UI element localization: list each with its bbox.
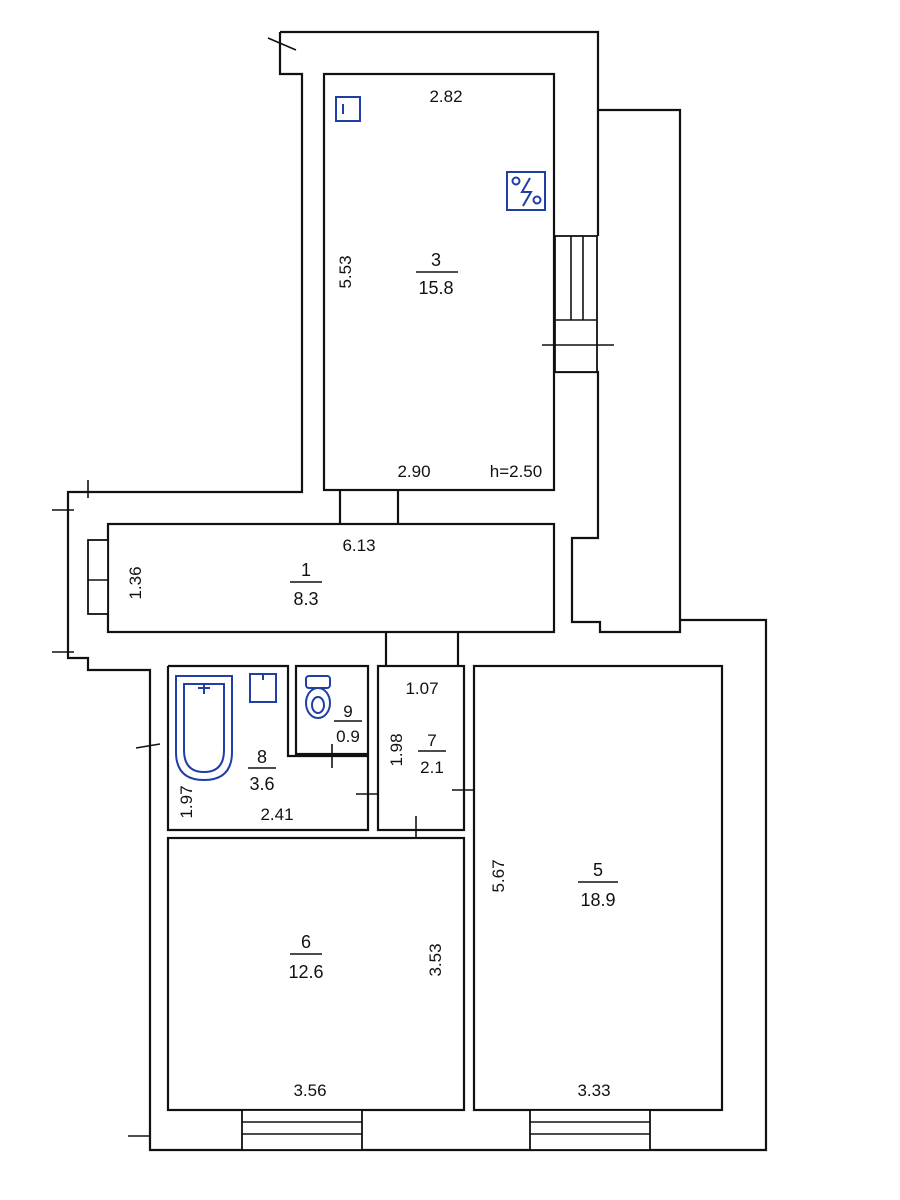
room-5: 5 18.9 5.67 3.33 bbox=[472, 664, 724, 1151]
room-1-side-dim: 1.36 bbox=[126, 566, 145, 599]
room-8-side-dim: 1.97 bbox=[177, 785, 196, 818]
room-5-bottom-dim: 3.33 bbox=[577, 1081, 610, 1100]
room-6-area: 12.6 bbox=[288, 962, 323, 982]
room-1: 6.13 1.36 1 8.3 bbox=[52, 37, 556, 666]
bathtub-icon bbox=[175, 675, 233, 782]
room-3: 2.82 5.53 3 15.8 2.90 h=2.50 bbox=[322, 72, 614, 524]
sink-icon bbox=[249, 673, 277, 703]
room-1-number: 1 bbox=[301, 560, 311, 580]
room-8-bottom-dim: 2.41 bbox=[260, 805, 293, 824]
room-5-area: 18.9 bbox=[580, 890, 615, 910]
room-1-area: 8.3 bbox=[293, 589, 318, 609]
room-3-side-dim: 5.53 bbox=[336, 255, 355, 288]
room-7-top-dim: 1.07 bbox=[405, 679, 438, 698]
room-6: 6 12.6 3.53 3.56 bbox=[166, 836, 466, 1151]
outer-walls bbox=[66, 30, 768, 1152]
room-3-number: 3 bbox=[431, 250, 441, 270]
room-1-top-dim: 6.13 bbox=[342, 536, 375, 555]
toilet-icon bbox=[305, 675, 331, 719]
room-8-area: 3.6 bbox=[249, 774, 274, 794]
room-5-side-dim: 5.67 bbox=[489, 859, 508, 892]
room-9: 9 0.9 bbox=[294, 664, 370, 768]
room-6-number: 6 bbox=[301, 932, 311, 952]
room-7: 1.07 1.98 7 2.1 bbox=[376, 664, 488, 852]
room-9-area: 0.9 bbox=[336, 727, 360, 746]
room-6-bottom-dim: 3.56 bbox=[293, 1081, 326, 1100]
room-7-area: 2.1 bbox=[420, 758, 444, 777]
electric-meter-icon bbox=[506, 171, 546, 211]
room-9-number: 9 bbox=[343, 702, 352, 721]
room-3-area: 15.8 bbox=[418, 278, 453, 298]
room-3-top-dim: 2.82 bbox=[429, 87, 462, 106]
room-5-number: 5 bbox=[593, 860, 603, 880]
ceiling-height: h=2.50 bbox=[490, 462, 542, 481]
room-8: 8 3.6 2.41 1.97 bbox=[166, 664, 392, 832]
room-3-bottom-dim: 2.90 bbox=[397, 462, 430, 481]
room-7-side-dim: 1.98 bbox=[387, 733, 406, 766]
room-8-number: 8 bbox=[257, 747, 267, 767]
room-7-number: 7 bbox=[427, 731, 436, 750]
water-heater-icon bbox=[335, 96, 361, 122]
room-6-side-dim: 3.53 bbox=[426, 943, 445, 976]
